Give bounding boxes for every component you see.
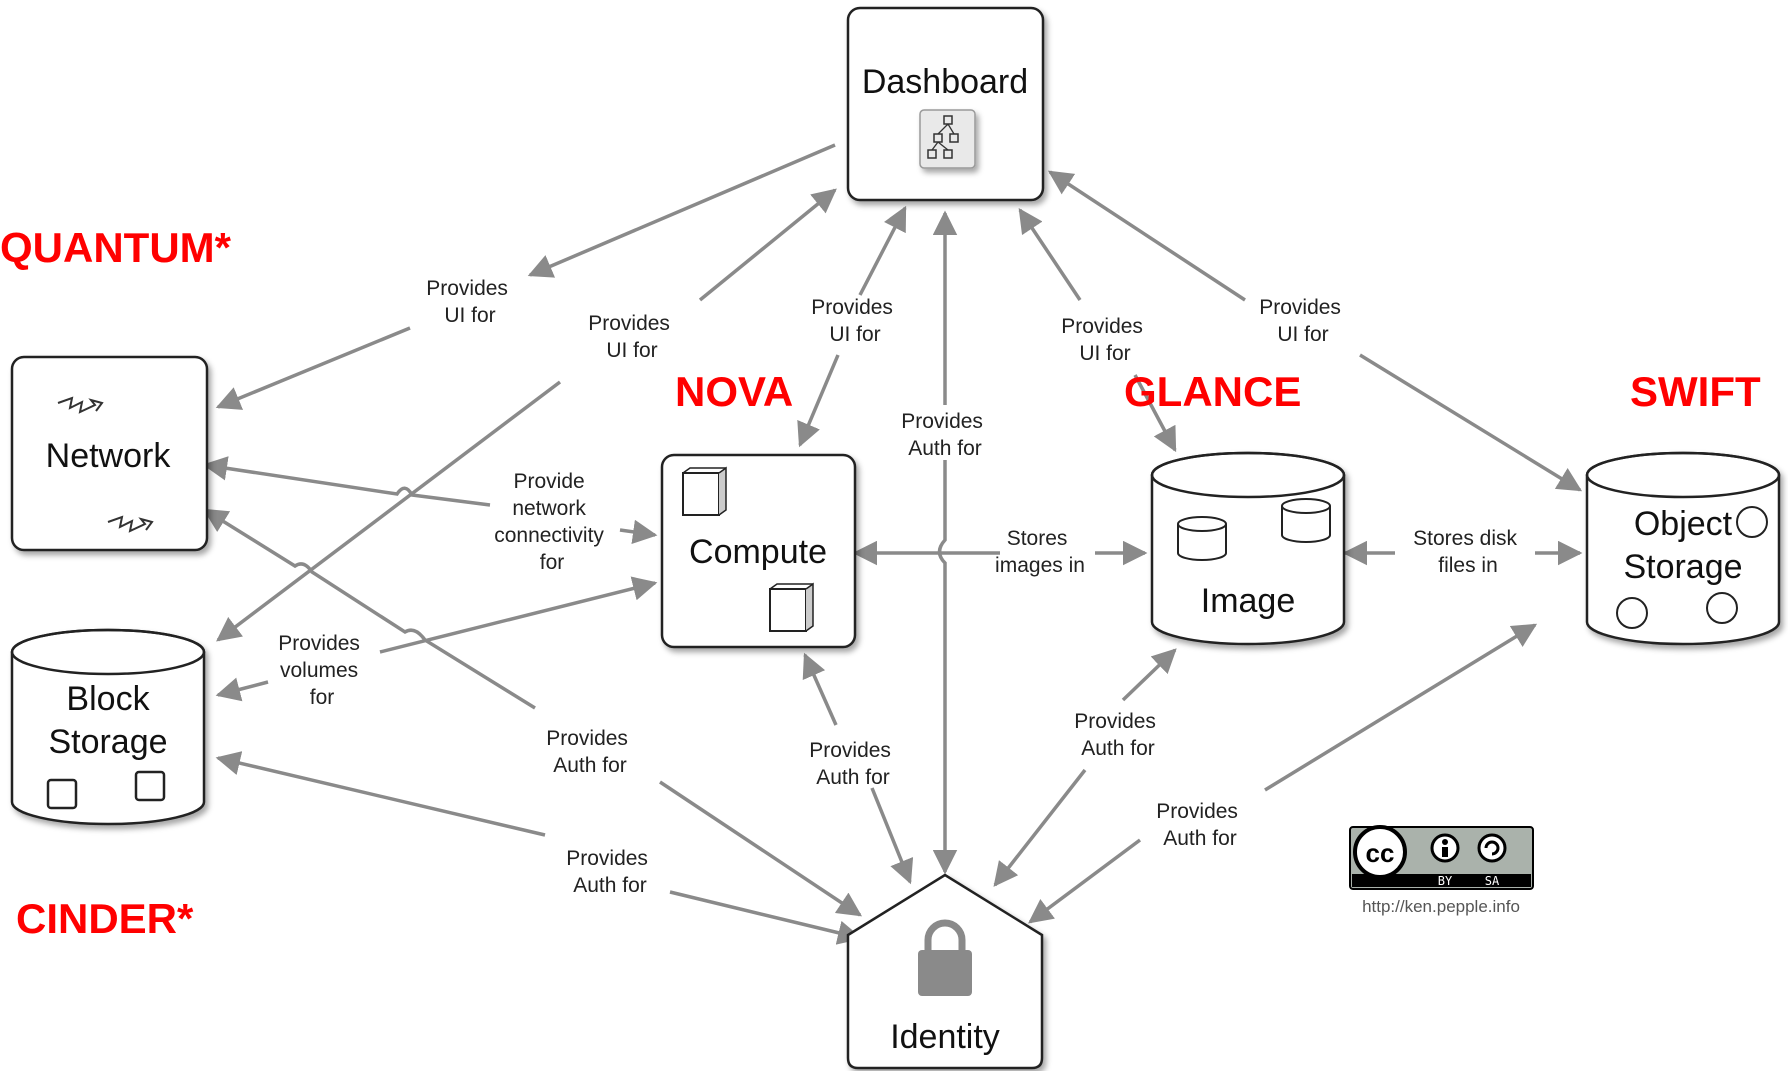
cc-logo-icon xyxy=(1353,825,1407,879)
project-label-cinder: CINDER* xyxy=(16,895,194,942)
project-label-quantum: QUANTUM* xyxy=(0,224,232,271)
edge-network-compute xyxy=(202,456,491,507)
project-labels: QUANTUM* NOVA GLANCE SWIFT CINDER* xyxy=(0,224,1761,942)
cc-license-badge[interactable]: cc BY SA xyxy=(1349,825,1534,890)
edge-labels: Provides UI for Provides UI for Provides… xyxy=(278,277,1523,897)
node-network-label: Network xyxy=(46,437,172,475)
edge-identity-compute xyxy=(802,652,838,726)
edge-identity-object-b xyxy=(1028,838,1142,924)
project-label-swift: SWIFT xyxy=(1630,368,1761,415)
by-label: BY xyxy=(1438,874,1453,888)
edge-dashboard-identity-down xyxy=(932,460,958,875)
edge-label-auth-block: Provides Auth for xyxy=(566,847,654,897)
node-object-storage[interactable]: Object Storage xyxy=(1585,451,1781,646)
database-icon xyxy=(1281,498,1331,543)
project-label-nova: NOVA xyxy=(675,368,793,415)
edge-label-auth-object: Provides Auth for xyxy=(1156,800,1244,850)
volume-icon xyxy=(46,778,78,810)
edge-identity-network-b xyxy=(659,780,863,917)
server-icon xyxy=(682,466,727,516)
edge-label-auth-network: Provides Auth for xyxy=(546,727,634,777)
object-icon xyxy=(1706,592,1738,624)
edge-dashboard-block-b xyxy=(216,380,562,642)
node-compute-label: Compute xyxy=(689,533,827,571)
edge-block-compute-b xyxy=(215,677,269,702)
edge-network-compute-b xyxy=(619,519,658,545)
edge-dashboard-compute xyxy=(858,205,907,296)
node-image-label: Image xyxy=(1201,582,1296,620)
edge-identity-network xyxy=(202,508,536,710)
dashboard-icon xyxy=(919,109,976,169)
sa-label: SA xyxy=(1485,874,1500,888)
edges xyxy=(202,143,1583,945)
edge-dashboard-network-b xyxy=(215,326,411,410)
edge-identity-image xyxy=(1121,648,1177,702)
project-label-glance: GLANCE xyxy=(1124,368,1301,415)
node-block-storage-label-2: Storage xyxy=(48,723,167,761)
edge-dashboard-object-b xyxy=(1359,353,1583,492)
edge-identity-image-b xyxy=(993,768,1087,887)
edge-dashboard-compute-b xyxy=(797,354,840,448)
edge-dashboard-image-b xyxy=(1133,374,1177,453)
lightning-icon xyxy=(107,515,154,533)
edge-label-network-connectivity: Provide network connectivity for xyxy=(494,470,610,574)
object-icon xyxy=(1616,597,1648,629)
edge-dashboard-block xyxy=(698,188,837,302)
node-object-storage-label-2: Storage xyxy=(1623,548,1742,586)
edge-label-ui-network: Provides UI for xyxy=(426,277,514,327)
credit-url[interactable]: http://ken.pepple.info xyxy=(1362,897,1520,916)
node-image[interactable]: Image xyxy=(1150,451,1346,646)
edge-dashboard-image xyxy=(1018,207,1082,301)
edge-label-volumes: Provides volumes for xyxy=(278,632,366,709)
edge-block-compute xyxy=(379,576,658,654)
edge-label-stores-disk: Stores disk files in xyxy=(1413,527,1523,577)
node-identity[interactable]: Identity xyxy=(846,873,1044,1070)
edge-label-ui-object: Provides UI for xyxy=(1259,296,1347,346)
node-compute[interactable]: Compute xyxy=(660,453,857,649)
volume-icon xyxy=(134,770,166,802)
edge-label-auth-compute: Provides Auth for xyxy=(809,739,897,789)
share-alike-icon xyxy=(1477,833,1507,863)
database-icon xyxy=(1177,516,1227,561)
lightning-icon xyxy=(57,396,104,414)
edge-identity-block xyxy=(215,751,546,837)
edge-label-auth-image: Provides Auth for xyxy=(1074,710,1162,760)
node-object-storage-label-1: Object xyxy=(1634,505,1733,543)
edge-label-ui-block: Provides UI for xyxy=(588,312,676,362)
node-identity-label: Identity xyxy=(890,1018,1000,1056)
edge-label-auth-dashboard: Provides Auth for xyxy=(901,410,989,460)
edge-dashboard-object xyxy=(1047,170,1246,302)
lock-icon xyxy=(918,919,972,996)
edge-identity-block-b xyxy=(669,890,863,945)
node-block-storage-label-1: Block xyxy=(66,680,150,718)
edge-dashboard-network xyxy=(527,143,836,278)
cc-logo-text: cc xyxy=(1366,838,1395,868)
edge-identity-compute-b xyxy=(870,787,914,885)
node-dashboard[interactable]: Dashboard xyxy=(846,6,1045,202)
edge-label-ui-compute: Provides UI for xyxy=(811,296,899,346)
node-dashboard-label: Dashboard xyxy=(862,63,1028,101)
edge-label-ui-image: Provides UI for xyxy=(1061,315,1149,365)
object-icon xyxy=(1736,506,1768,538)
server-icon xyxy=(769,582,814,632)
node-network[interactable]: Network xyxy=(10,355,209,552)
node-block-storage[interactable]: Block Storage xyxy=(10,628,206,826)
edge-label-stores-images: Stores images in xyxy=(995,527,1085,577)
edge-identity-object xyxy=(1264,623,1538,792)
